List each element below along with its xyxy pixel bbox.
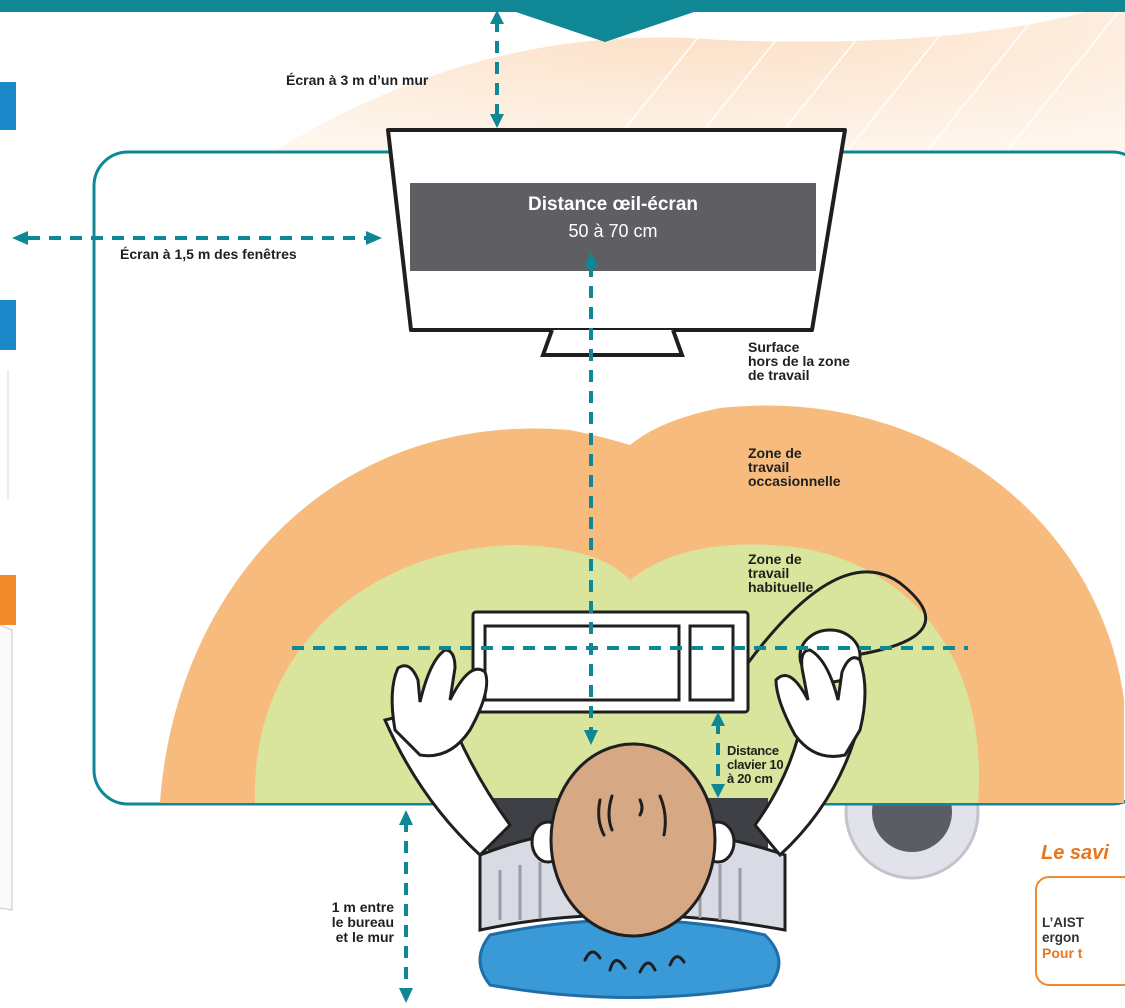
desk-wall-label: 1 m entre le bureau et le mur [331,899,394,945]
side-card-edge [0,624,13,911]
window-distance-label: Écran à 1,5 m des fenêtres [120,246,297,262]
banner-pointer [510,10,700,42]
blue-tab-2 [0,300,16,350]
sidebar-link[interactable]: Pour t [1042,945,1083,961]
sidebar-info-box [1035,876,1125,986]
hair-strokes [583,794,686,974]
floor-glow [260,0,1125,160]
monitor-screen [410,183,816,271]
eye-screen-value: 50 à 70 cm [568,221,658,241]
head [549,742,717,938]
wall-distance-label: Écran à 3 m d’un mur [286,72,429,88]
left-hand [390,648,489,758]
keyboard-distance-label: Distance clavier 10 à 20 cm [727,743,784,786]
blue-tab-1 [0,82,16,130]
measure-lines [28,20,968,990]
sidebar-text: L’AIST ergon [1042,915,1085,945]
monitor-stand [540,329,685,357]
right-hand [774,648,867,758]
sidebar-heading: Le savi [1041,842,1109,864]
zone-habitual-label: Zone de travail habituelle [748,551,814,595]
measure-arrows [12,10,725,1003]
top-banner [0,0,1125,12]
surface-outside-label: Surface hors de la zone de travail [748,339,850,383]
orange-tab [0,575,16,625]
zone-occasional-label: Zone de travail occasionnelle [748,445,841,489]
eye-screen-title: Distance œil-écran [528,194,698,215]
